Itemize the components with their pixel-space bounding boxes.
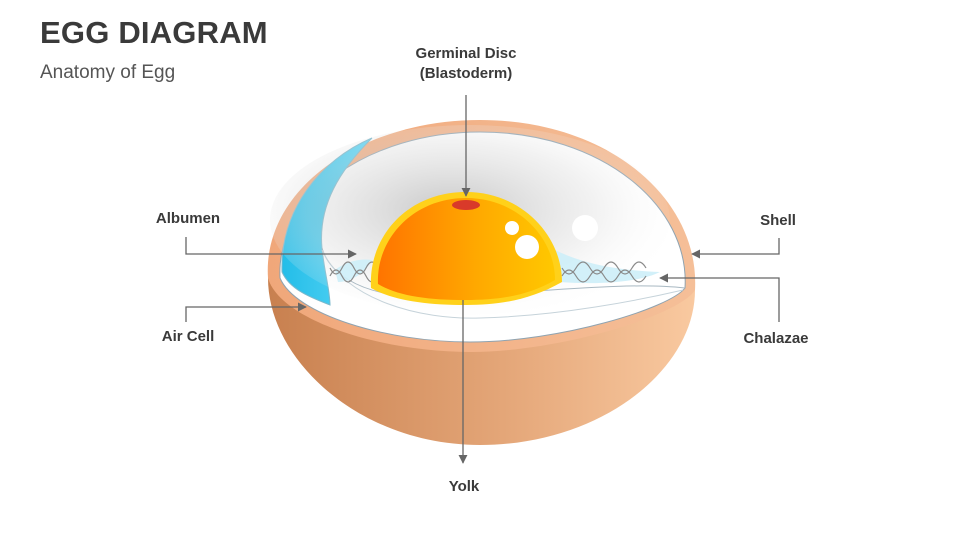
label-germinal-disc-line2: (Blastoderm) [419, 65, 513, 82]
label-yolk: Yolk [448, 478, 480, 495]
label-germinal-disc-line1: Germinal Disc [415, 45, 517, 62]
label-shell: Shell [760, 212, 796, 229]
shell-leader [691, 238, 780, 259]
label-air-cell: Air Cell [161, 328, 215, 345]
chalazae-right [561, 269, 647, 283]
chalazae-leader [659, 273, 780, 322]
page-subtitle: Anatomy of Egg [40, 62, 176, 83]
label-germinal-disc: Germinal Disc (Blastoderm) [396, 44, 536, 84]
chalazae-left [329, 269, 379, 283]
page-title: EGG DIAGRAM [40, 15, 268, 50]
label-chalazae: Chalazae [743, 330, 809, 347]
label-albumen: Albumen [155, 210, 221, 227]
air-cell-leader [185, 302, 307, 322]
germinal-disc [452, 200, 480, 210]
leader-lines [185, 95, 780, 464]
albumen-leader [185, 237, 357, 259]
